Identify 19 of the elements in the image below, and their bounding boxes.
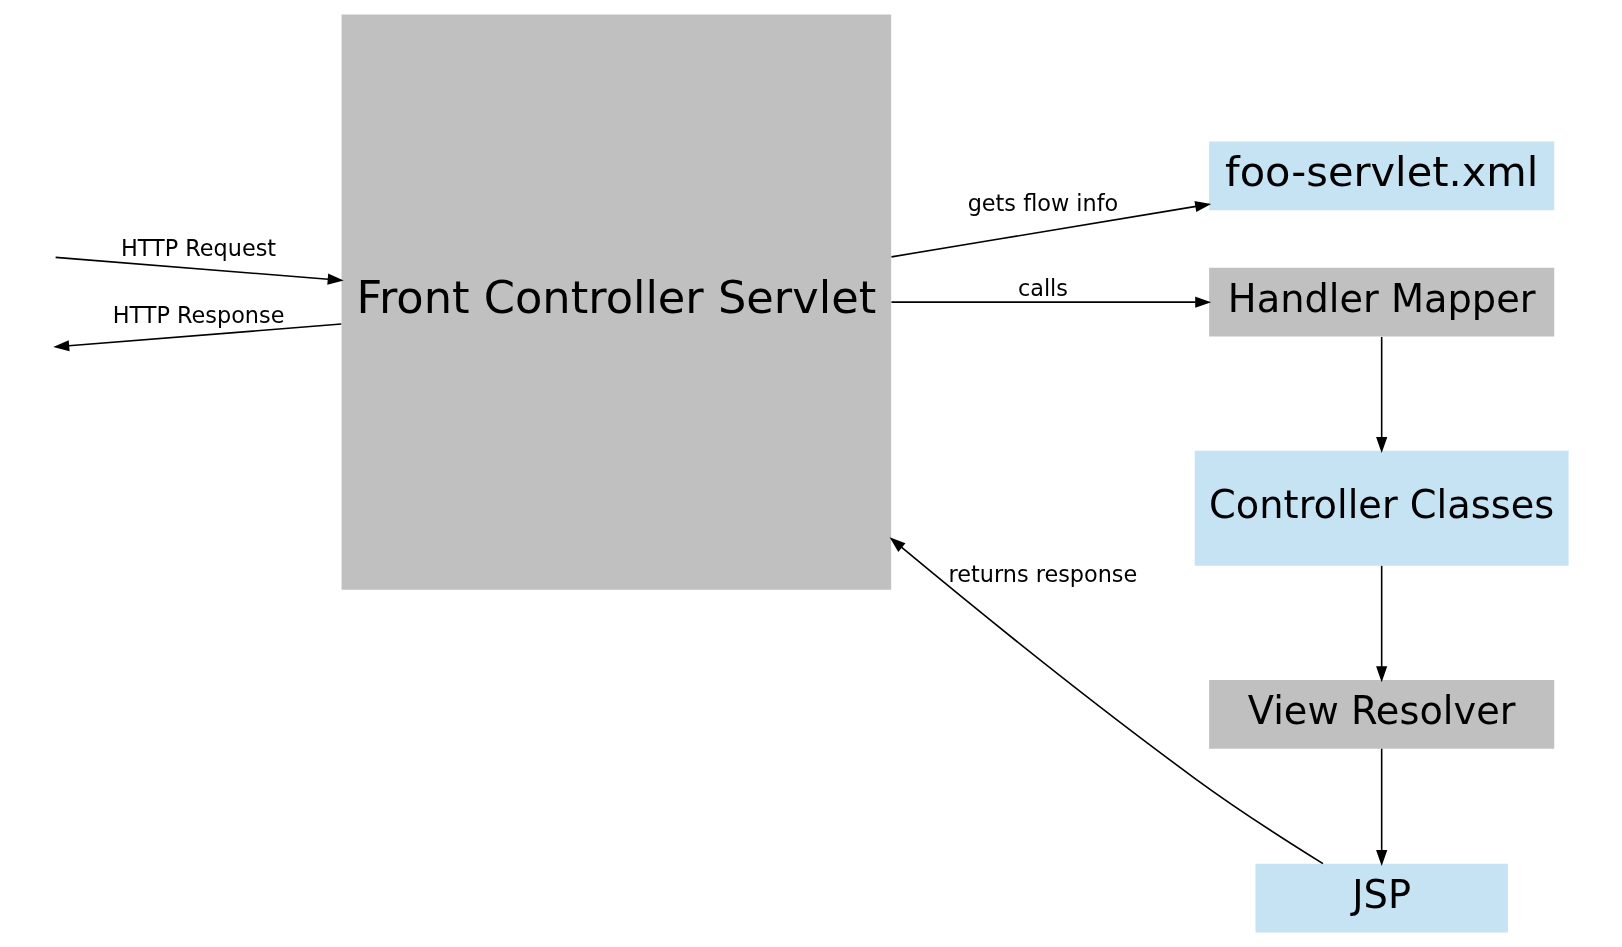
node-box: Controller Classes: [1194, 450, 1569, 566]
edge-label: HTTP Response: [112, 302, 284, 329]
edge-label: calls: [1017, 275, 1068, 302]
arrow: [54, 256, 344, 285]
arrow: [1375, 747, 1387, 867]
arrow: [1375, 336, 1387, 454]
edge-label: gets flow info: [967, 190, 1118, 217]
edge-label: returns response: [948, 561, 1137, 588]
node-box: View Resolver: [1208, 680, 1554, 749]
arrow: [1375, 565, 1387, 683]
node-box: Front Controller Servlet: [341, 14, 891, 590]
arrow: [889, 537, 1324, 865]
arrow: [890, 200, 1211, 258]
node-box: Handler Mapper: [1208, 267, 1554, 337]
edge-label: HTTP Request: [120, 235, 276, 262]
node-box: foo-servlet.xml: [1208, 141, 1554, 211]
arrow: [52, 323, 342, 352]
node-box: JSP: [1254, 863, 1508, 933]
arrow: [890, 296, 1211, 308]
